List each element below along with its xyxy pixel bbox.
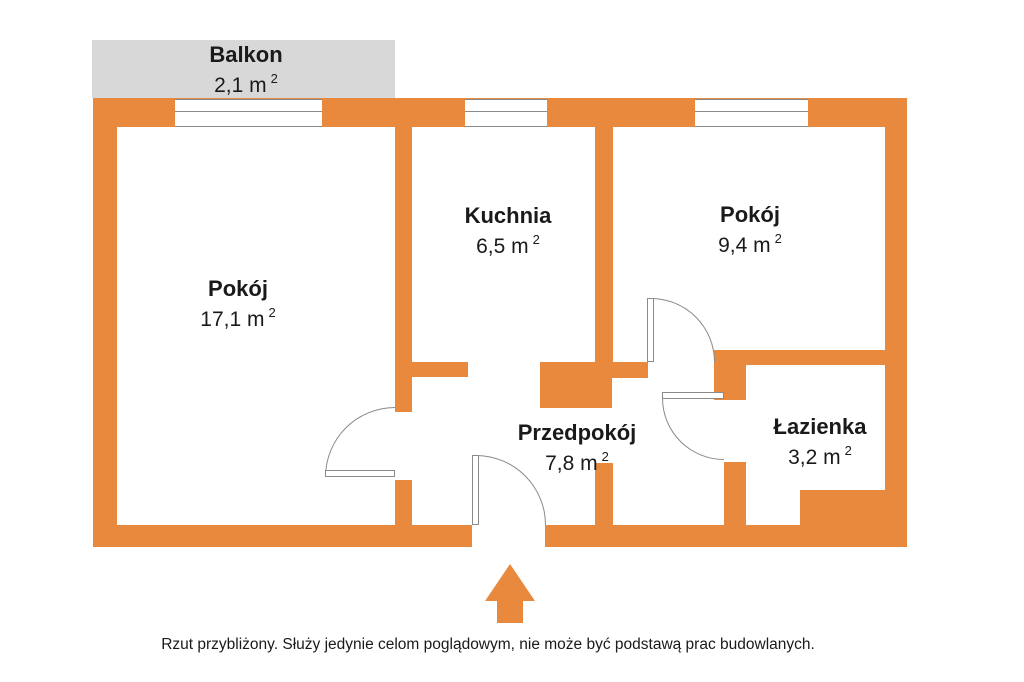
wall-bottom-right [545,525,907,547]
window-kitchen [465,99,547,127]
room2-door-leaf [647,298,654,362]
hallway-name: Przedpokój [517,420,637,445]
kitchen-name: Kuchnia [464,203,552,228]
room1-door-swing-arc [325,407,395,477]
room2-door-swing-arc [651,298,715,362]
bathroom-name: Łazienka [773,414,867,439]
wall-room1-kitchen-upper [395,127,412,412]
bath-corner-block [800,490,885,525]
wall-kitchen-bottom [412,362,468,377]
wall-hall-bottom-stub [595,463,613,525]
room1-door-leaf [325,470,395,477]
bathroom-door-leaf [662,392,724,399]
room2-name: Pokój [720,202,780,227]
balcony-area [92,40,395,98]
bathroom-door-swing-arc [662,398,724,460]
entrance-arrow-shaft [497,600,523,623]
entrance-arrow-icon [485,564,535,601]
wall-hall-room2 [612,362,648,378]
duct-block [540,362,612,408]
wall-left [93,98,117,547]
wall-bottom-left [93,525,472,547]
room1-name: Pokój [208,276,268,301]
wall-right [885,98,907,547]
entrance-door-leaf [472,455,479,525]
disclaimer-text: Rzut przybliżony. Służy jedynie celom po… [161,636,815,653]
wall-bath-top [746,350,885,365]
window-room2 [695,99,808,127]
balcony-name: Balkon [209,42,283,67]
wall-bath-door-jamb [714,350,746,400]
wall-room1-hall-lower [395,480,412,525]
wall-kitchen-room2 [595,127,613,362]
wall-bath-left-lower [724,462,746,525]
window-balcony [175,99,322,127]
